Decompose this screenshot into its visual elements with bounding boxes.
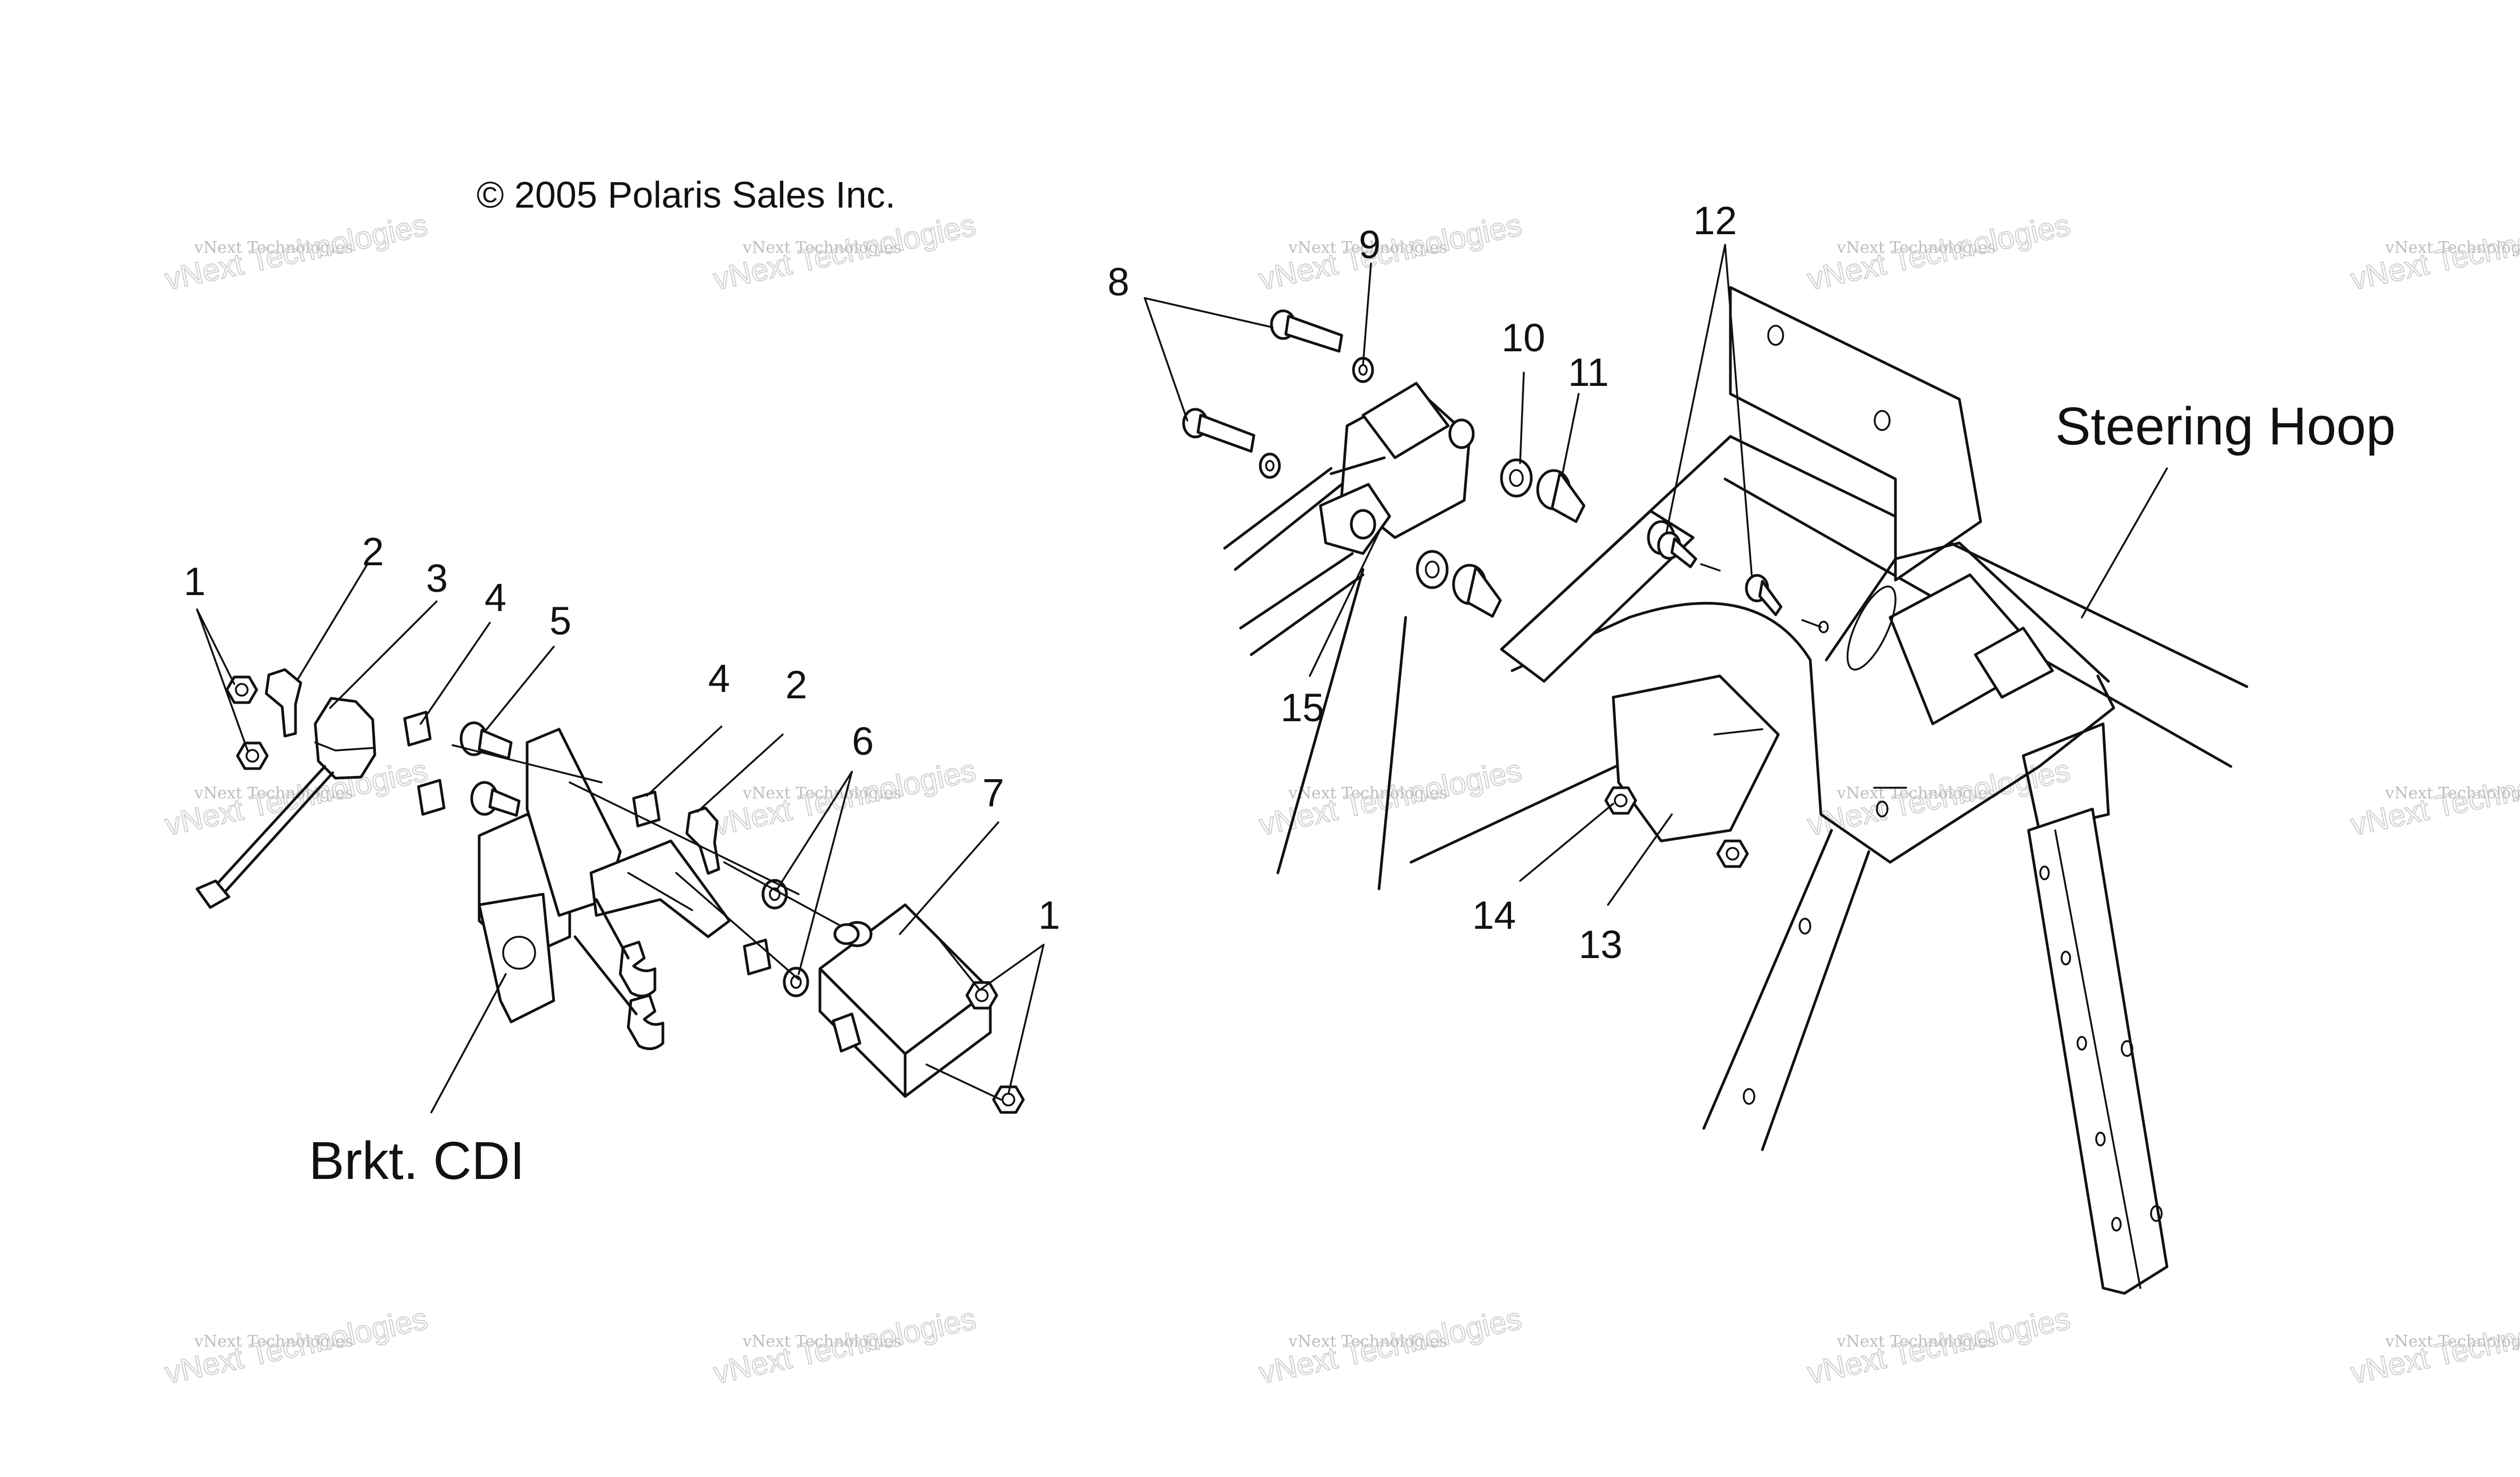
bolt-icon (470, 781, 521, 817)
square-washer-icon (743, 938, 771, 976)
bolt-icon (1745, 574, 1829, 633)
cdi-assembly (195, 668, 1025, 1114)
watermark-small: vNext Technologies (1288, 1332, 1447, 1351)
callout-2: 2 (362, 530, 384, 574)
bolt-icon (1657, 531, 1721, 572)
nut-icon (992, 1085, 1025, 1114)
bolt-icon (1182, 408, 1255, 453)
watermark-small: vNext Technologies (194, 784, 353, 803)
callout-5: 5 (549, 599, 571, 643)
callout-11: 11 (1568, 350, 1609, 394)
watermark-large: vNext Technologi (2347, 1308, 2520, 1391)
watermark-large: vNext Technologi (2347, 760, 2520, 843)
watermark-large: vNext Technologi (2347, 214, 2520, 297)
watermark-small: vNext Technologies (742, 1332, 901, 1351)
nut-icon (1604, 786, 1637, 815)
nut-icon (1716, 839, 1749, 868)
shield-plate-icon (1612, 674, 1780, 843)
cdi-module-icon (818, 903, 992, 1098)
nut-icon (225, 675, 258, 704)
callout-2: 2 (785, 663, 807, 707)
callout-9: 9 (1359, 222, 1381, 267)
copyright-notice: © 2005 Polaris Sales Inc. (477, 174, 896, 216)
watermark-small: vNext Technologies (194, 238, 353, 257)
callout-14: 14 (1472, 893, 1516, 937)
callout-8: 8 (1107, 260, 1129, 304)
watermark-small: vNext Technologies (1836, 238, 1996, 257)
label-bracket-cdi: Brkt. CDI (309, 1131, 525, 1191)
watermark-small: vNext Technologies (1288, 784, 1447, 803)
nut-icon (965, 981, 998, 1010)
watermark-small: vNext Technologies (1836, 1332, 1996, 1351)
washer-icon (1259, 452, 1281, 479)
callout-3: 3 (426, 556, 448, 600)
watermark-small: vNext Technologi (2385, 784, 2520, 803)
watermark-small: vNext Technologies (1836, 784, 1996, 803)
ignition-coil-icon (1319, 382, 1475, 555)
washer-icon (783, 967, 809, 997)
spacer-icon (1416, 550, 1449, 589)
callout-6: 6 (852, 719, 874, 763)
bushing-icon (1452, 564, 1502, 618)
watermark-small: vNext Technologi (2385, 1332, 2520, 1351)
nut-icon (236, 741, 269, 770)
watermark-small: vNext Technologies (1288, 238, 1447, 257)
sensor-icon (195, 697, 376, 909)
callout-1: 1 (1038, 893, 1060, 937)
steering-hoop-frame (1500, 286, 2248, 1295)
bolt-icon (595, 898, 656, 997)
square-washer-icon (632, 790, 661, 828)
callout-7: 7 (982, 771, 1004, 815)
callouts: 1 2 3 4 5 4 2 6 7 1 8 9 10 11 12 15 14 1… (184, 199, 1737, 967)
bolt-icon (1270, 309, 1343, 353)
callout-1: 1 (184, 559, 206, 604)
clip-icon (265, 668, 302, 738)
callout-4: 4 (485, 575, 506, 620)
watermark-small: vNext Technologies (742, 238, 901, 257)
watermark-small: vNext Technologies (742, 784, 901, 803)
watermark-small: vNext Technologi (2385, 238, 2520, 257)
callout-4: 4 (708, 656, 730, 700)
cdi-bracket (478, 728, 731, 1024)
label-steering-hoop: Steering Hoop (2055, 397, 2395, 456)
square-washer-icon (417, 779, 446, 816)
watermark-small: vNext Technologies (194, 1332, 353, 1351)
bolt-icon (573, 935, 664, 1050)
callout-10: 10 (1501, 316, 1545, 360)
bushing-icon (1536, 469, 1586, 523)
leader-lines (196, 244, 2168, 1113)
callout-13: 13 (1579, 922, 1622, 967)
spacer-icon (1500, 458, 1533, 498)
clip-icon (685, 806, 720, 875)
callout-12: 12 (1693, 199, 1737, 243)
steering-hoop-assembly (1182, 286, 2248, 1295)
callout-15: 15 (1280, 686, 1324, 730)
